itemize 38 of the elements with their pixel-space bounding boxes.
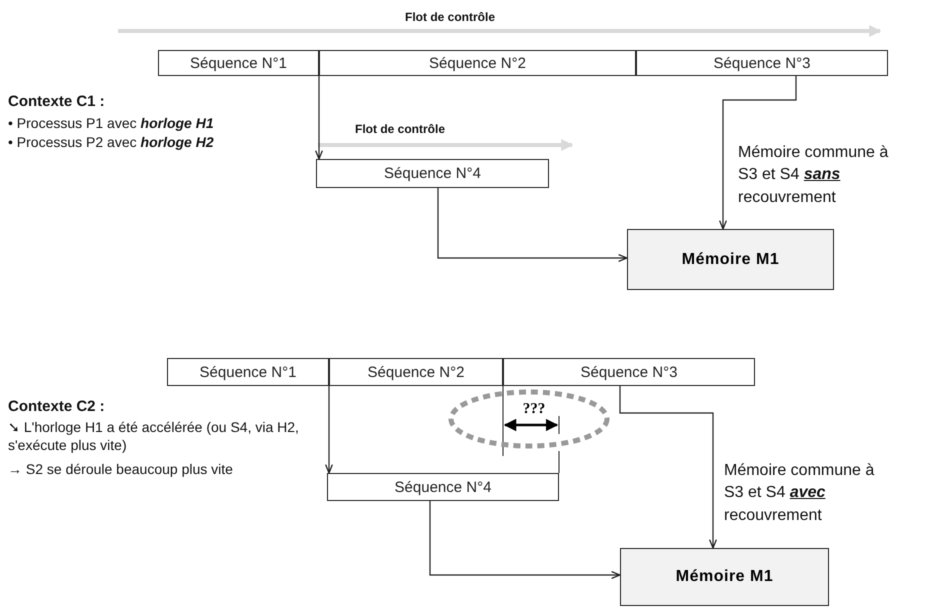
context-heading: Contexte C2 : bbox=[8, 397, 106, 416]
memory-note: Mémoire commune à S3 et S4 avec recouvrement bbox=[724, 461, 876, 526]
sequence-box bbox=[319, 50, 636, 76]
arrow bbox=[325, 386, 333, 474]
question-marks: ??? bbox=[522, 401, 546, 418]
sequence-box bbox=[636, 50, 888, 76]
sequence-box bbox=[316, 159, 549, 188]
sequence-label: Séquence N°4 bbox=[384, 165, 481, 182]
memory-label: Mémoire M1 bbox=[676, 568, 774, 586]
context-text: → S2 se déroule beaucoup plus vite bbox=[8, 460, 234, 478]
sequence-label: Séquence N°2 bbox=[429, 54, 526, 72]
arrow bbox=[719, 76, 797, 230]
bullet-text: • Processus P2 avec horloge H2 bbox=[8, 133, 215, 152]
sequence-box bbox=[167, 358, 329, 386]
dotted-ellipse bbox=[448, 389, 610, 449]
sequence-label: Séquence N°4 bbox=[394, 478, 492, 496]
sequence-label: Séquence N°3 bbox=[580, 364, 678, 380]
context-text: ➘ L'horloge H1 a été accélérée (ou S4, via H2, s'exécute plus vite) bbox=[8, 418, 300, 454]
flow-label: Flot de contrôle bbox=[355, 122, 446, 138]
memory-label: Mémoire M1 bbox=[682, 250, 780, 268]
arrow bbox=[437, 188, 628, 262]
sequence-box bbox=[329, 358, 503, 386]
sequence-box bbox=[327, 473, 559, 501]
flow-label: Flot de contrôle bbox=[405, 10, 496, 26]
sequence-box bbox=[158, 50, 319, 76]
memory-note: Mémoire commune à S3 et S4 sans recouvrement bbox=[738, 143, 890, 208]
sequence-label: Séquence N°3 bbox=[714, 54, 810, 72]
sequence-label: Séquence N°1 bbox=[190, 54, 287, 72]
sequence-label: Séquence N°1 bbox=[200, 364, 296, 380]
sequence-box bbox=[503, 358, 755, 386]
bullet-text: • Processus P1 avec horloge H1 bbox=[8, 114, 215, 132]
context-heading: Contexte C1 : bbox=[8, 92, 106, 112]
memory-box bbox=[620, 548, 829, 606]
arrow bbox=[429, 501, 621, 579]
memory-box bbox=[627, 229, 834, 290]
arrow bbox=[619, 386, 717, 549]
arrow bbox=[315, 76, 323, 160]
sequence-label: Séquence N°2 bbox=[368, 364, 464, 380]
